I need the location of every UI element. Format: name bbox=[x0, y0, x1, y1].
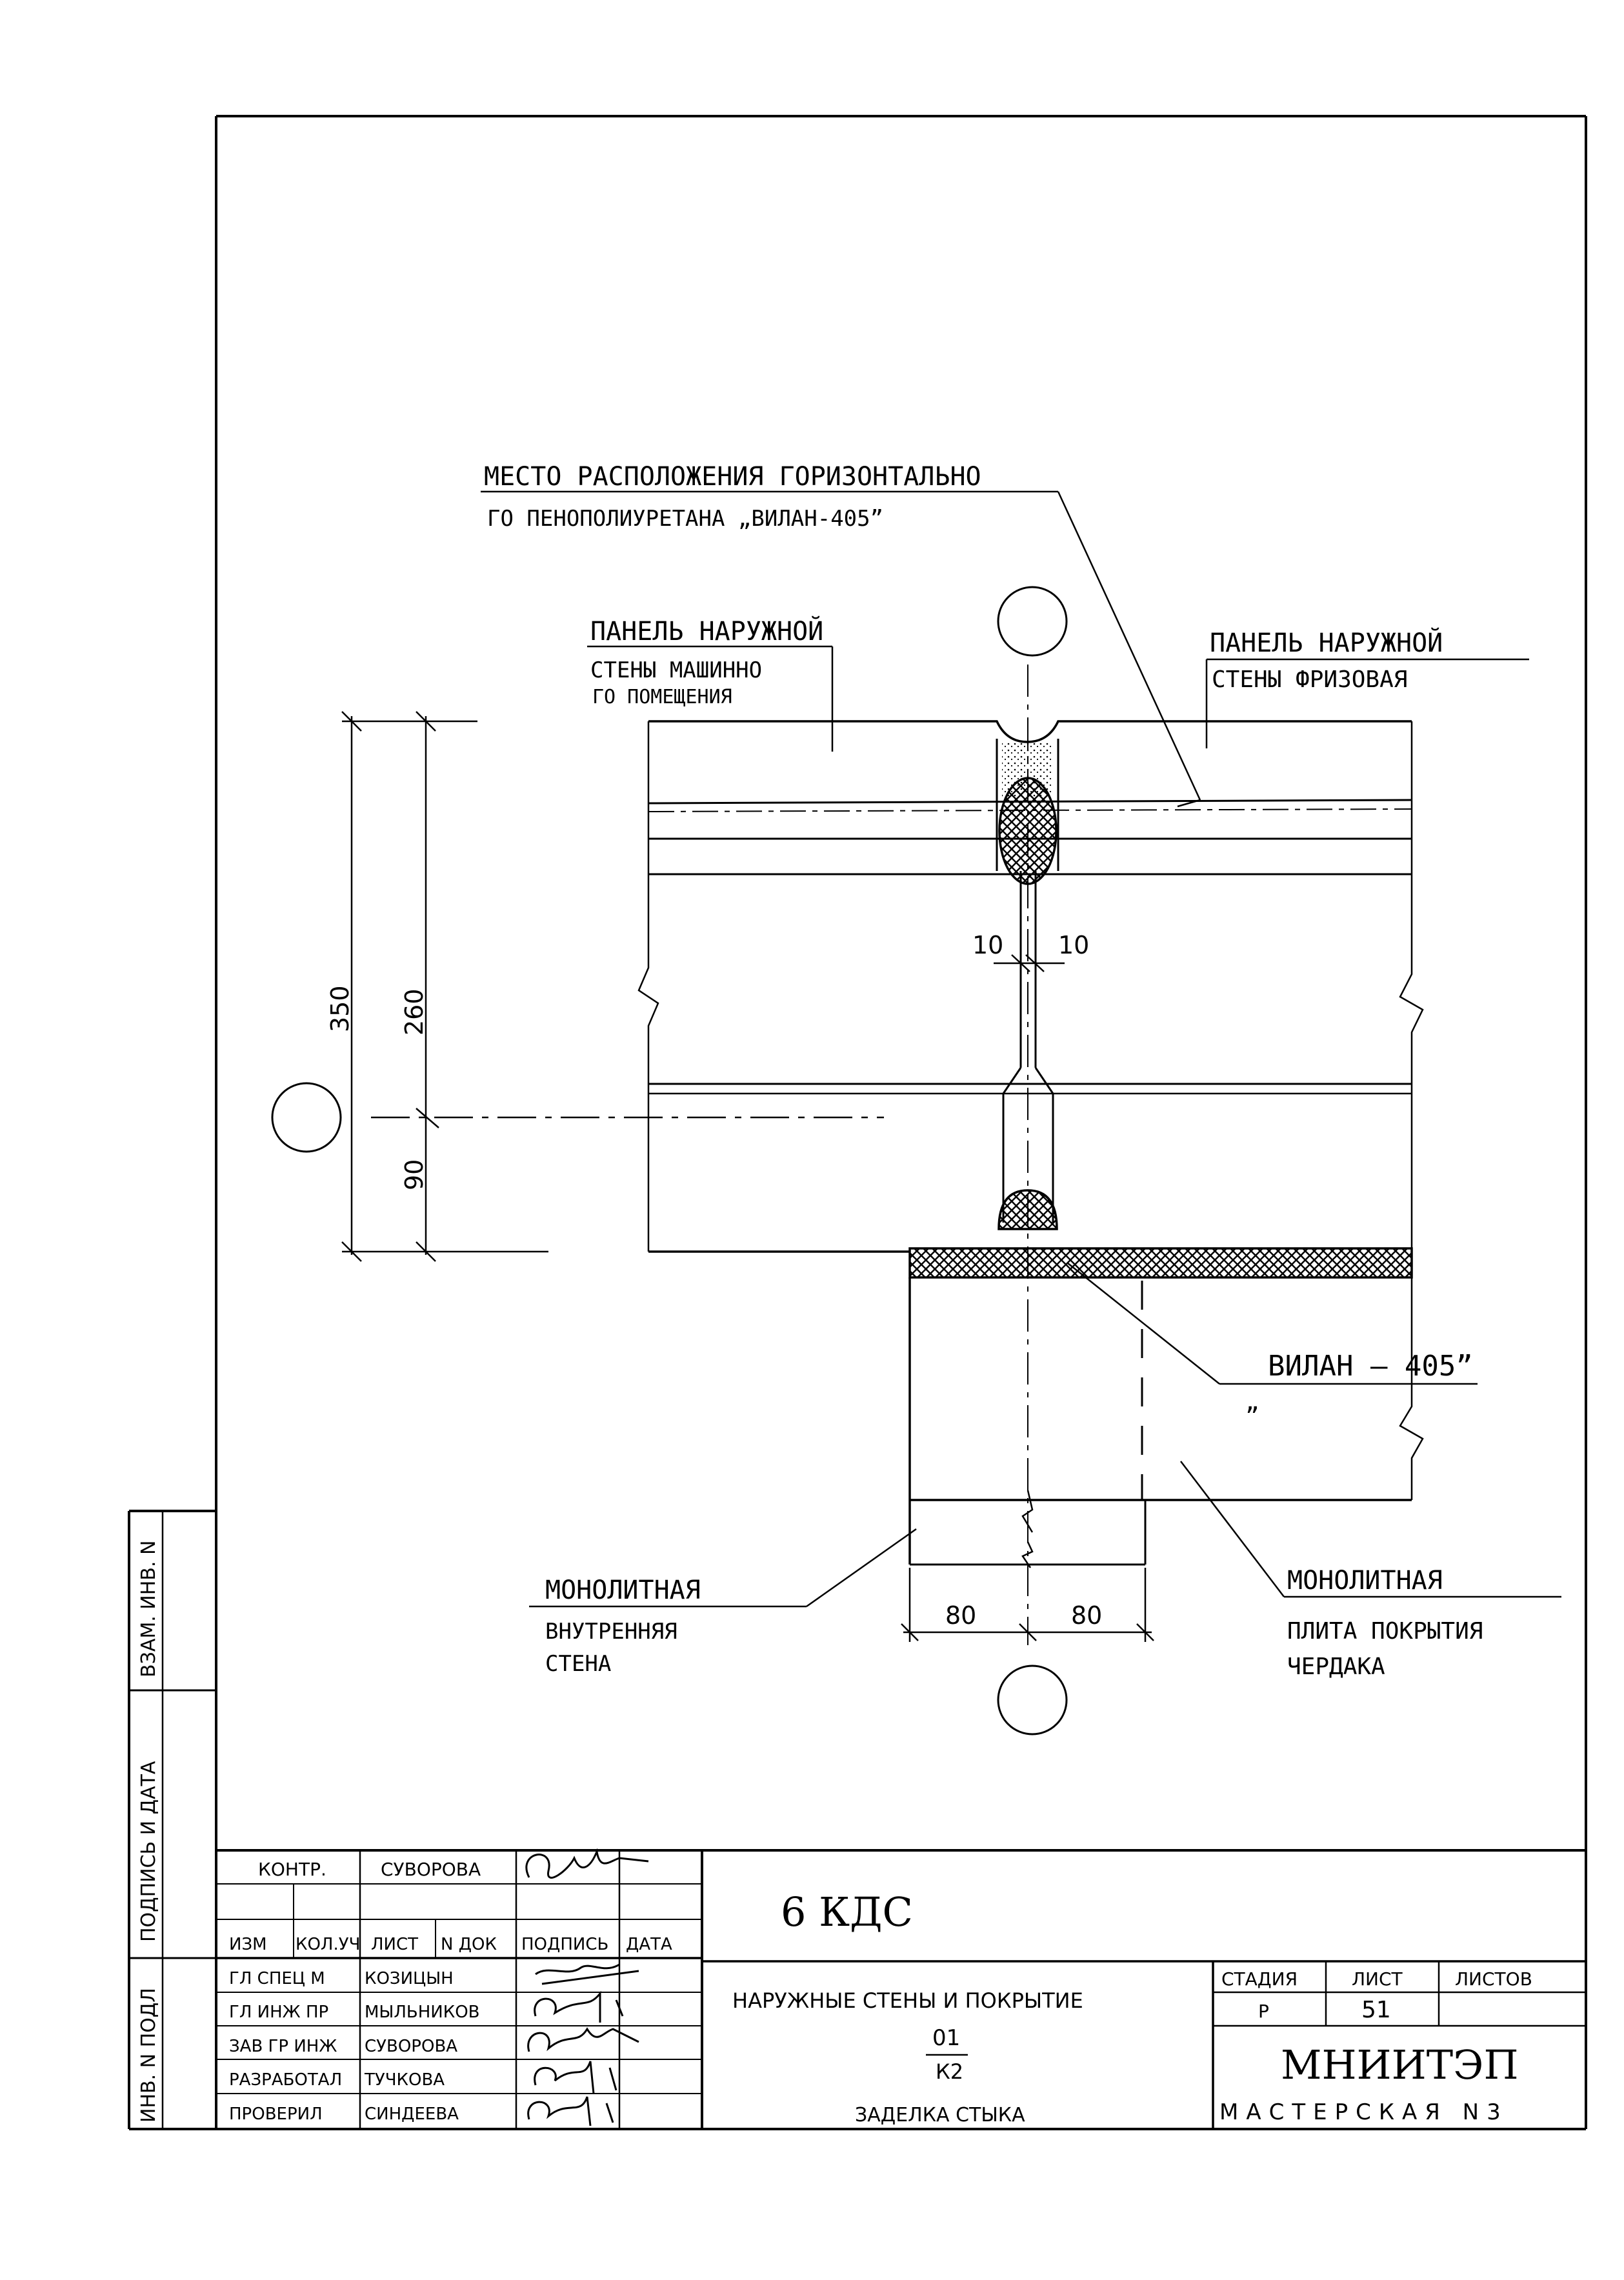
wall-panel-section bbox=[371, 665, 1424, 1645]
tb-stage-label: СТАДИЯ bbox=[1221, 1968, 1298, 1990]
dim-80-left: 80 bbox=[945, 1601, 976, 1630]
dimension-joint bbox=[994, 954, 1065, 972]
tb-role-3: ЗАВ ГР ИНЖ bbox=[229, 2037, 337, 2056]
sheet-frame bbox=[128, 115, 1587, 2130]
tb-subtitle: ЗАДЕЛКА СТЫКА bbox=[855, 2104, 1025, 2126]
dim-10-right: 10 bbox=[1058, 931, 1089, 959]
dim-80-right: 80 bbox=[1071, 1601, 1102, 1630]
tb-name-3: СУВОРОВА bbox=[365, 2037, 457, 2056]
dim-260: 260 bbox=[400, 988, 428, 1035]
axis-marker-bottom bbox=[997, 1665, 1068, 1735]
tb-role-2: ГЛ ИНЖ ПР bbox=[229, 2003, 328, 2022]
tb-sheet-value: 51 bbox=[1361, 1997, 1391, 2023]
tb-stage-value: Р bbox=[1258, 2001, 1269, 2022]
tb-name-kontr: СУВОРОВА bbox=[381, 1859, 481, 1880]
label-vilan: ВИЛАН – 405” bbox=[1268, 1350, 1473, 1383]
label-mono-slab3: ЧЕРДАКА bbox=[1287, 1654, 1385, 1680]
label-panel-left1: ПАНЕЛЬ НАРУЖНОЙ bbox=[590, 615, 823, 646]
slab-and-wall bbox=[908, 1277, 1424, 1568]
label-panel-right2: СТЕНЫ ФРИЗОВАЯ bbox=[1212, 666, 1407, 693]
leader-lines bbox=[481, 490, 1561, 1608]
tb-header-ndok: N ДОК bbox=[441, 1935, 497, 1954]
label-mono-slab1: МОНОЛИТНАЯ bbox=[1287, 1566, 1443, 1595]
label-panel-right1: ПАНЕЛЬ НАРУЖНОЙ bbox=[1210, 627, 1443, 658]
tb-sheet-code: 6 КДС bbox=[781, 1888, 913, 1935]
tb-sheets-label: ЛИСТОВ bbox=[1455, 1968, 1532, 1990]
signatures bbox=[525, 1848, 649, 2126]
dimension-lines-left bbox=[341, 711, 548, 1262]
label-panel-left3: ГО ПОМЕЩЕНИЯ bbox=[592, 686, 732, 708]
label-mono-wall3: СТЕНА bbox=[545, 1651, 611, 1677]
label-panel-left2: СТЕНЫ МАШИННО bbox=[590, 657, 762, 683]
tb-name-4: ТУЧКОВА bbox=[364, 2070, 445, 2090]
label-mono-wall1: МОНОЛИТНАЯ bbox=[545, 1575, 701, 1605]
stamp-vzam: ВЗАМ. ИНВ. N bbox=[137, 1541, 160, 1677]
tb-role-kontr: КОНТР. bbox=[258, 1859, 326, 1880]
tb-name-2: МЫЛЬНИКОВ bbox=[365, 2003, 480, 2022]
dim-350: 350 bbox=[326, 985, 354, 1032]
dim-10-left: 10 bbox=[972, 931, 1003, 959]
tb-header-podpis: ПОДПИСЬ bbox=[521, 1935, 608, 1954]
label-foam-line1: МЕСТО РАСПОЛОЖЕНИЯ ГОРИЗОНТАЛЬНО bbox=[484, 462, 981, 492]
tb-role-5: ПРОВЕРИЛ bbox=[229, 2105, 323, 2124]
tb-org-sub: МАСТЕРСКАЯ N3 bbox=[1219, 2099, 1509, 2125]
tb-role-4: РАЗРАБОТАЛ bbox=[229, 2070, 342, 2090]
label-mono-slab2: ПЛИТА ПОКРЫТИЯ bbox=[1287, 1618, 1483, 1645]
label-vilan-quote: „ bbox=[1245, 1389, 1259, 1415]
stamp-inv: ИНВ. N ПОДЛ bbox=[137, 1988, 160, 2123]
tb-name-5: СИНДЕЕВА bbox=[365, 2105, 459, 2124]
tb-title: НАРУЖНЫЕ СТЕНЫ И ПОКРЫТИЕ bbox=[732, 1988, 1083, 2013]
seal-upper bbox=[998, 777, 1058, 885]
axis-marker-left bbox=[271, 1082, 342, 1153]
seal-lower bbox=[997, 1189, 1058, 1230]
tb-header-kol: КОЛ.УЧ bbox=[296, 1935, 360, 1954]
title-block-grid bbox=[216, 1849, 1586, 2129]
tb-header-izm: ИЗМ bbox=[229, 1935, 267, 1954]
stamp-podpis: ПОДПИСЬ И ДАТА bbox=[137, 1761, 160, 1942]
vilan-band bbox=[908, 1247, 1413, 1279]
tb-header-list: ЛИСТ bbox=[371, 1935, 418, 1954]
tb-num-top: 01 bbox=[932, 2025, 960, 2051]
tb-org: МНИИТЭП bbox=[1281, 2041, 1519, 2088]
label-foam-line2: ГО ПЕНОПОЛИУРЕТАНА „ВИЛАН-405” bbox=[487, 506, 883, 532]
dimension-wall bbox=[901, 1568, 1154, 1642]
dim-90: 90 bbox=[400, 1159, 428, 1190]
tb-name-1: КОЗИЦЫН bbox=[365, 1969, 454, 1988]
tb-sheet-label: ЛИСТ bbox=[1352, 1968, 1403, 1990]
tb-role-1: ГЛ СПЕЦ М bbox=[229, 1969, 325, 1988]
axis-marker-top bbox=[997, 586, 1068, 657]
tb-header-data: ДАТА bbox=[626, 1935, 672, 1954]
tb-num-bottom: К2 bbox=[936, 2059, 963, 2084]
label-mono-wall2: ВНУТРЕННЯЯ bbox=[545, 1619, 677, 1645]
